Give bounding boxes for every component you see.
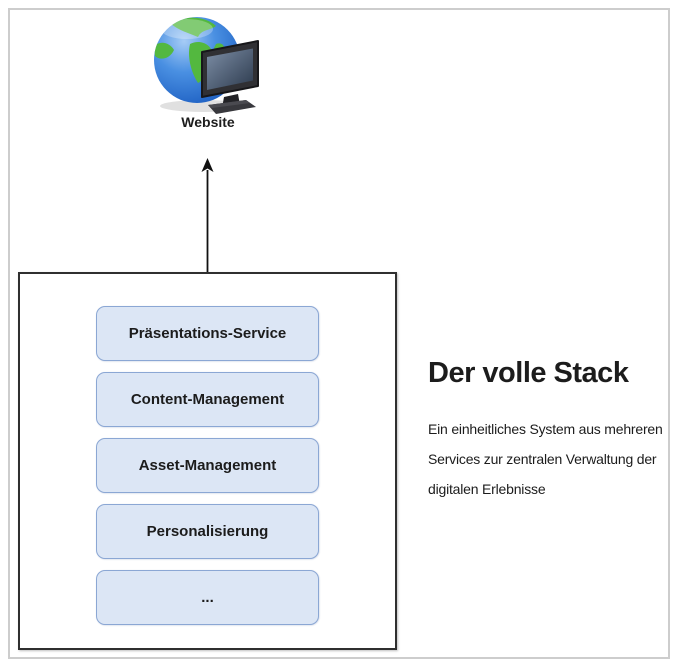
website-label: Website bbox=[181, 114, 235, 130]
stack-box: Präsentations-Service Content-Management… bbox=[18, 272, 397, 650]
service-box-praesentations-service: Präsentations-Service bbox=[96, 306, 319, 361]
service-box-personalisierung: Personalisierung bbox=[96, 504, 319, 559]
globe-monitor-icon bbox=[154, 17, 259, 114]
service-box-ellipsis: ... bbox=[96, 570, 319, 625]
right-text-block: Der volle Stack Ein einheitliches System… bbox=[428, 354, 673, 504]
website-icon-wrap bbox=[152, 14, 264, 114]
service-label: Personalisierung bbox=[146, 523, 269, 540]
description-line: digitalen Erlebnisse bbox=[428, 481, 546, 497]
monitor-shape bbox=[201, 40, 259, 114]
service-label: Asset-Management bbox=[138, 457, 277, 474]
service-label: ... bbox=[201, 589, 214, 606]
service-box-asset-management: Asset-Management bbox=[96, 438, 319, 493]
stack-heading: Der volle Stack bbox=[428, 357, 629, 389]
description-line: Services zur zentralen Verwaltung der bbox=[428, 451, 657, 467]
service-label: Präsentations-Service bbox=[128, 325, 287, 342]
up-arrow bbox=[201, 158, 214, 272]
service-box-content-management: Content-Management bbox=[96, 372, 319, 427]
service-label: Content-Management bbox=[130, 391, 285, 408]
description-line: Ein einheitliches System aus mehreren bbox=[428, 421, 663, 437]
stack-description: Ein einheitliches System aus mehreren Se… bbox=[428, 414, 673, 504]
